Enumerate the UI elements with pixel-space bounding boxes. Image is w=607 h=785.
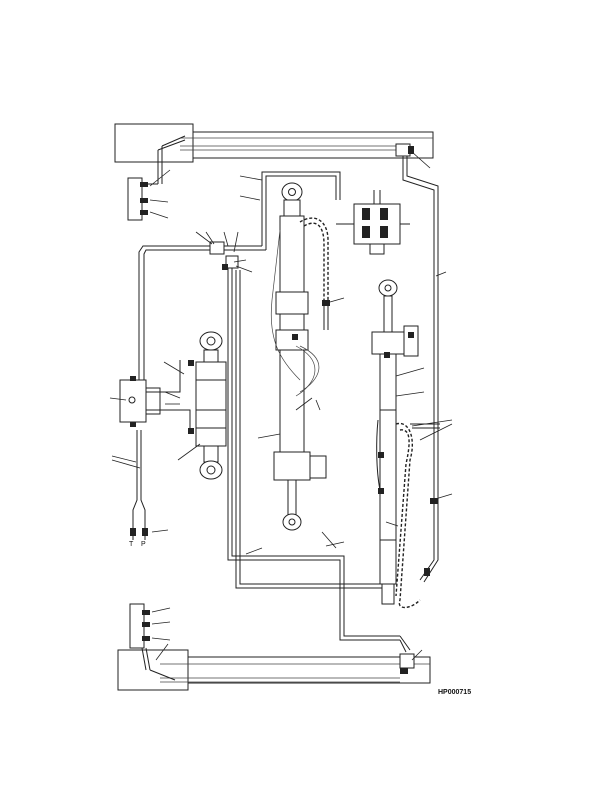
drawing-id-label: HP000715 <box>438 689 471 696</box>
bottom-frame-rail <box>117 649 431 691</box>
port-label-t: T <box>129 541 134 548</box>
port-label-p: P <box>141 541 146 548</box>
lower-left-check-valve <box>129 603 176 681</box>
right-hose-carrier-chain <box>376 419 440 609</box>
center-boom-cylinder <box>273 182 327 531</box>
right-lift-cylinder <box>371 279 419 605</box>
center-return-lines <box>227 268 400 641</box>
upper-right-control-valve <box>336 190 410 255</box>
left-valve-block <box>119 360 191 430</box>
left-hydraulic-lines <box>132 245 210 540</box>
left-steer-cylinder <box>188 331 227 480</box>
upper-left-check-valve <box>127 135 186 221</box>
bottom-right-fitting <box>399 635 415 674</box>
top-frame-rail <box>114 123 434 163</box>
center-tee-fittings <box>209 171 341 270</box>
